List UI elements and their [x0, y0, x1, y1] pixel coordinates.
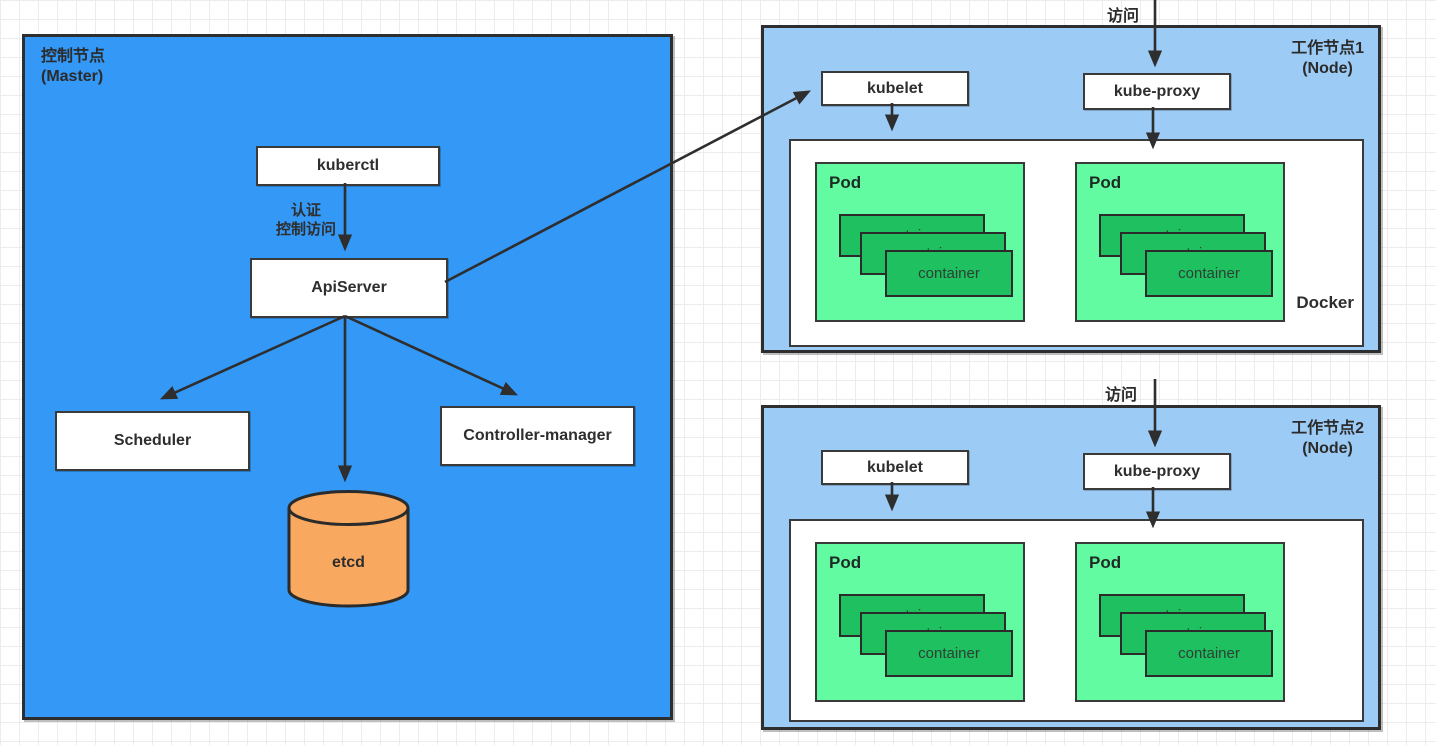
kubelet-label-node2: kubelet	[866, 458, 923, 476]
scheduler-box: Scheduler	[55, 411, 250, 471]
worker-node-1-panel: 工作节点1 (Node) kubelet kube-proxy Pod conta…	[761, 25, 1381, 353]
controller-manager-label: Controller-manager	[463, 427, 612, 444]
worker-node-2-title-line2: (Node)	[1302, 440, 1353, 457]
worker-node-2-panel: 工作节点2 (Node) kubelet kube-proxy Pod conta…	[761, 405, 1381, 730]
pod-box: Pod container container container	[1075, 162, 1285, 322]
kuberctl-label: kuberctl	[316, 157, 380, 174]
etcd-cylinder: etcd	[286, 488, 411, 610]
container-label: container	[1178, 645, 1240, 662]
kubelet-label-node1: kubelet	[866, 79, 923, 97]
pod-label: Pod	[1089, 553, 1122, 572]
pod-box: Pod container container container	[1075, 542, 1285, 702]
controller-manager-box: Controller-manager	[440, 406, 635, 466]
scheduler-label: Scheduler	[113, 432, 192, 449]
pod-box: Pod container container container	[815, 162, 1025, 322]
container-label: container	[918, 645, 980, 662]
kube-proxy-label-node2: kube-proxy	[1113, 462, 1201, 480]
docker-runtime-area-node2: Pod container container container Pod co…	[789, 519, 1364, 722]
kube-proxy-box-node1: kube-proxy	[1083, 73, 1231, 110]
kube-proxy-box-node2: kube-proxy	[1083, 453, 1231, 490]
kubelet-box-node1: kubelet	[821, 71, 969, 106]
worker-node-1-title-line1: 工作节点1	[1291, 40, 1364, 57]
master-title-line1: 控制节点	[41, 48, 106, 65]
master-title-line2: (Master)	[41, 68, 104, 85]
apiserver-label: ApiServer	[311, 279, 387, 296]
worker-node-2-title-line1: 工作节点2	[1291, 420, 1364, 437]
worker-node-2-title: 工作节点2 (Node)	[1291, 419, 1364, 459]
kuberctl-box: kuberctl	[256, 146, 440, 186]
master-title: 控制节点 (Master)	[41, 47, 105, 87]
docker-label: Docker	[1296, 293, 1354, 312]
pod-label: Pod	[829, 553, 862, 572]
visit-label-node2: 访问	[1104, 387, 1137, 404]
pod-box: Pod container container container	[815, 542, 1025, 702]
etcd-cylinder-shape	[287, 490, 410, 608]
kubelet-box-node2: kubelet	[821, 450, 969, 485]
etcd-label: etcd	[332, 554, 365, 571]
container-box: container	[885, 250, 1013, 297]
worker-node-1-title-line2: (Node)	[1302, 60, 1353, 77]
container-label: container	[918, 265, 980, 282]
auth-label-line1: 认证	[290, 202, 321, 219]
auth-label-line2: 控制访问	[275, 221, 336, 238]
pod-label: Pod	[1089, 173, 1122, 192]
pod-label: Pod	[829, 173, 862, 192]
apiserver-box: ApiServer	[250, 258, 448, 318]
container-label: container	[1178, 265, 1240, 282]
kube-proxy-label-node1: kube-proxy	[1113, 82, 1201, 100]
worker-node-1-title: 工作节点1 (Node)	[1291, 39, 1364, 79]
container-box: container	[1145, 250, 1273, 297]
container-box: container	[1145, 630, 1273, 677]
master-node-panel: 控制节点 (Master) kuberctl 认证控制访问 ApiServer S…	[22, 34, 673, 720]
visit-label-node1: 访问	[1106, 8, 1139, 25]
auth-access-label: 认证控制访问	[246, 201, 366, 239]
container-box: container	[885, 630, 1013, 677]
docker-runtime-area-node1: Pod container container container Pod co…	[789, 139, 1364, 347]
